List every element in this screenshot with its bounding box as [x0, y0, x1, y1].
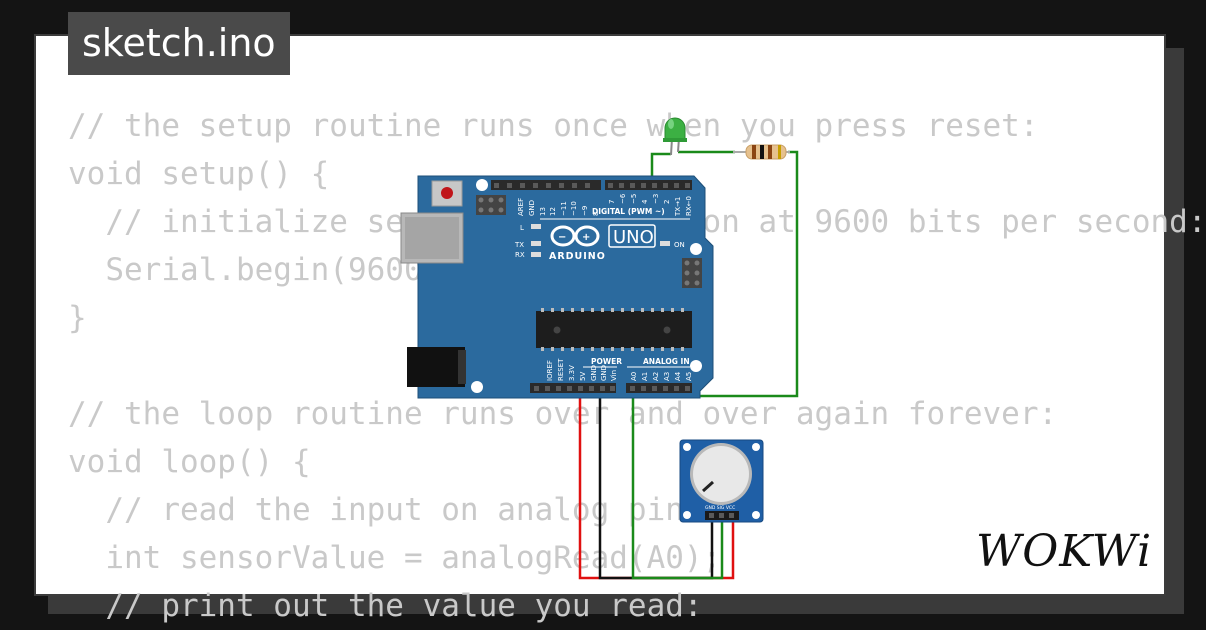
pot-knob-indicator: [701, 480, 715, 493]
arduino-logo-icon: [550, 225, 600, 247]
code-line: void setup() {: [68, 156, 330, 192]
pin-label: AREF: [517, 198, 525, 216]
l-led-label: L: [520, 224, 524, 232]
chip-dot: [663, 326, 671, 334]
pot-pin-vcc: [729, 513, 734, 518]
mount-hole: [752, 511, 760, 519]
arduino-uno-board[interactable]: AREF GND 13 12 ~11 ~10 ~9 8 7 ~6 ~5 4 ~3…: [400, 175, 714, 399]
mount-hole: [683, 443, 691, 451]
tx-led-label: TX: [514, 241, 524, 249]
header-digital-low: [605, 180, 692, 190]
logo-minus: −: [558, 232, 566, 243]
pin-label: IOREF: [546, 360, 554, 381]
top-pin-labels: AREF GND 13 12 ~11 ~10 ~9 8 7 ~6 ~5 4 ~3…: [517, 193, 693, 217]
tx-led: [531, 241, 541, 246]
pin-label: TX→1: [674, 197, 682, 217]
icsp-header-top: [476, 195, 506, 215]
mount-hole: [752, 443, 760, 451]
power-jack: [407, 347, 465, 387]
pin-label: 12: [549, 207, 557, 216]
pin-label: GND: [590, 365, 598, 381]
pin-label: A3: [663, 372, 671, 381]
code-line: }: [68, 300, 87, 336]
code-line: // the setup routine runs once when you …: [68, 108, 1039, 144]
pin-label: A5: [685, 372, 693, 381]
pin-label: 8: [592, 212, 600, 216]
code-line: void loop() {: [68, 444, 311, 480]
pin-label: ~10: [570, 201, 578, 216]
uno-badge: [608, 224, 656, 248]
mount-hole: [690, 360, 702, 372]
header-top-pins: [494, 183, 690, 188]
bottom-pin-labels: IOREF RESET 3.3V 5V GND GND Vin A0 A1 A2…: [546, 358, 693, 381]
pin-label: 3.3V: [568, 365, 576, 381]
header-bottom-pins: [534, 386, 690, 391]
reset-button-cap[interactable]: [441, 187, 453, 199]
l-led: [531, 224, 541, 229]
pin-label: A1: [641, 372, 649, 381]
pin-label: A4: [674, 371, 682, 381]
arduino-brand-label: ARDUINO: [549, 251, 606, 262]
pin-label: ~11: [560, 201, 568, 216]
rx-led: [531, 252, 541, 257]
green-led[interactable]: [663, 117, 687, 156]
uno-label: UNO: [613, 227, 654, 248]
resistor[interactable]: [733, 144, 790, 160]
pin-label: A2: [652, 372, 660, 381]
pin-label: 2: [663, 200, 671, 204]
pin-label: ~3: [652, 194, 660, 204]
pin-label: Vin: [610, 370, 618, 381]
wire-a0-sig[interactable]: [631, 388, 724, 580]
usb-port-inner: [405, 217, 459, 259]
wokwi-logo[interactable]: WOKWi: [976, 526, 1153, 577]
pin-label: 7: [608, 200, 616, 204]
pot-knob[interactable]: [693, 446, 749, 502]
header-power: [530, 383, 616, 393]
pin-label: GND: [528, 200, 536, 216]
pin-label: ~5: [630, 194, 638, 204]
mount-hole: [471, 381, 483, 393]
pin-label: A0: [630, 372, 638, 381]
code-line: // the loop routine runs over and over a…: [68, 396, 1058, 432]
pin-label: ~9: [581, 206, 589, 216]
sketch-file-tab[interactable]: sketch.ino: [68, 12, 290, 75]
rx-led-label: RX: [515, 251, 525, 259]
analog-header-label: ANALOG IN: [643, 357, 690, 366]
on-led-label: ON: [674, 241, 685, 249]
icsp-header-side: [682, 258, 702, 288]
pot-pin-sig: [719, 513, 724, 518]
pin-label: 13: [539, 207, 547, 216]
pin-label: 5V: [579, 372, 587, 381]
chip-legs: [541, 308, 684, 351]
pin-label: 4: [641, 199, 649, 204]
pin-label: RESET: [557, 358, 565, 381]
on-led: [660, 241, 670, 246]
pin-label: ~6: [619, 193, 627, 204]
power-jack-edge: [458, 350, 466, 384]
mount-hole: [690, 243, 702, 255]
pot-pins-label: GND SIG VCC: [705, 505, 735, 511]
code-line: // print out the value you read:: [68, 588, 703, 624]
pot-pin-gnd: [709, 513, 714, 518]
chip-dot: [553, 326, 561, 334]
pin-label: RX←0: [685, 196, 693, 216]
power-header-label: POWER: [591, 357, 622, 366]
mount-hole: [476, 179, 488, 191]
digital-header-label: DIGITAL (PWM ~): [592, 207, 665, 216]
logo-plus: +: [582, 232, 590, 243]
potentiometer[interactable]: GND SIG VCC: [679, 439, 764, 523]
mount-hole: [683, 511, 691, 519]
pin-label: GND: [600, 365, 608, 381]
header-analog: [626, 383, 692, 393]
